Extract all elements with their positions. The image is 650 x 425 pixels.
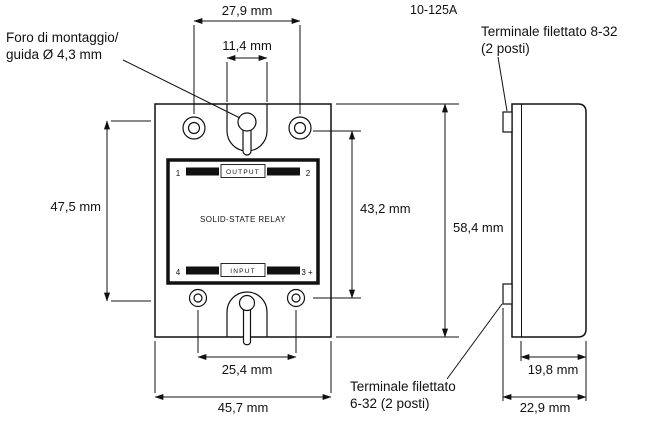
side-view bbox=[502, 103, 587, 338]
output-terminal-bar-right bbox=[267, 167, 300, 176]
terminal-2-label: 2 bbox=[306, 169, 311, 178]
leader-terminal-top bbox=[497, 56, 508, 112]
dimensions: 27,9 mm 11,4 mm 47,5 mm 43,2 mm 58,4 mm … bbox=[50, 3, 587, 415]
relay-body-side bbox=[511, 103, 587, 338]
screw-terminal-bottom bbox=[502, 283, 513, 305]
dim-top-hole-spacing: 27,9 mm bbox=[222, 3, 273, 18]
leader-mounting-hole bbox=[122, 59, 241, 119]
terminal-4-label: 4 bbox=[176, 268, 181, 277]
terminal-3-label: 3 + bbox=[301, 268, 313, 277]
callout-mounting-hole-line2: guida Ø 4,3 mm bbox=[6, 47, 102, 62]
relay-name-label: SOLID-STATE RELAY bbox=[200, 215, 286, 224]
callout-terminal-top-line2: (2 posti) bbox=[481, 41, 530, 56]
callout-terminal-top-line1: Terminale filettato 8-32 bbox=[481, 24, 618, 39]
leader-terminal-bottom bbox=[446, 303, 503, 380]
input-label-box bbox=[220, 263, 266, 277]
mounting-hole-top-right-inner bbox=[293, 121, 307, 135]
mounting-hole-top-left-inner bbox=[187, 121, 201, 135]
bottom-center-mounting-hole bbox=[238, 294, 256, 312]
output-label-box bbox=[220, 164, 266, 178]
dim-left-height: 47,5 mm bbox=[50, 199, 101, 214]
dim-center-slot-width: 11,4 mm bbox=[222, 38, 272, 53]
screw-terminal-top bbox=[502, 111, 513, 133]
input-label: INPUT bbox=[230, 268, 256, 275]
output-label: OUTPUT bbox=[226, 169, 260, 176]
dim-overall-depth: 22,9 mm bbox=[520, 400, 571, 415]
bottom-guide-dome bbox=[226, 291, 268, 337]
callouts: Foro di montaggio/ guida Ø 4,3 mm Termin… bbox=[6, 24, 618, 411]
front-view: 1 OUTPUT 2 SOLID-STATE RELAY 4 INPUT 3 + bbox=[154, 103, 332, 346]
callout-terminal-bottom-line1: Terminale filettato bbox=[350, 379, 456, 394]
dim-overall-height: 58,4 mm bbox=[453, 220, 504, 235]
output-terminal-bar-left bbox=[186, 167, 219, 176]
top-center-mounting-hole bbox=[237, 112, 257, 132]
callout-mounting-hole-line1: Foro di montaggio/ bbox=[6, 30, 119, 45]
mounting-hole-bottom-left-inner bbox=[193, 293, 203, 303]
part-number-title: 10-125A bbox=[410, 3, 458, 17]
input-terminal-bar-left bbox=[186, 266, 219, 275]
dim-bottom-hole-spacing: 25,4 mm bbox=[222, 362, 273, 377]
callout-terminal-bottom-line2: 6-32 (2 posti) bbox=[350, 396, 430, 411]
relay-label-panel: 1 OUTPUT 2 SOLID-STATE RELAY 4 INPUT 3 + bbox=[166, 158, 320, 285]
top-keyhole-slot bbox=[242, 128, 252, 156]
terminal-1-label: 1 bbox=[176, 169, 181, 178]
label-panel-border bbox=[166, 158, 320, 285]
mounting-hole-bottom-right-inner bbox=[291, 293, 301, 303]
dim-hole-span-height: 43,2 mm bbox=[360, 201, 411, 216]
dim-body-depth: 19,8 mm bbox=[528, 362, 579, 377]
bottom-keyhole-slot bbox=[242, 305, 252, 346]
input-terminal-bar-right bbox=[267, 266, 300, 275]
dim-overall-width: 45,7 mm bbox=[218, 400, 269, 415]
